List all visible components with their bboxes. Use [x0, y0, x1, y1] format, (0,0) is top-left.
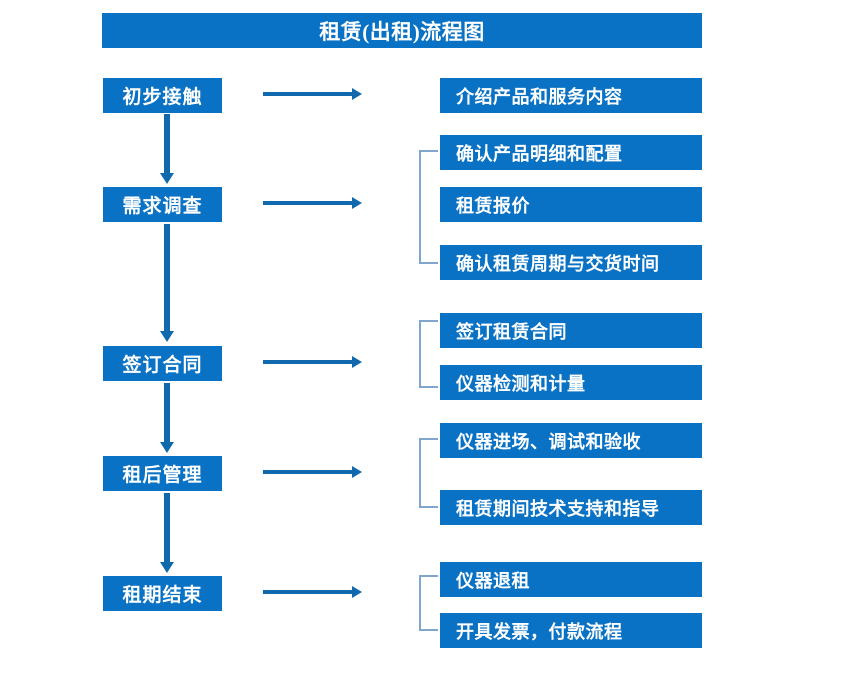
detail-box-9: 仪器退租	[440, 562, 702, 597]
detail-box-2: 确认产品明细和配置	[440, 135, 702, 170]
right-arrow-icon-4	[263, 466, 362, 478]
arrow-head	[160, 562, 174, 573]
detail-box-6: 仪器检测和计量	[440, 365, 702, 400]
arrow-head	[352, 356, 362, 368]
right-arrow-icon-1	[263, 88, 362, 100]
stage-box-1: 初步接触	[103, 78, 222, 113]
arrow-head	[160, 442, 174, 453]
arrow-stem	[263, 360, 353, 364]
stage-box-5: 租期结束	[103, 576, 222, 611]
arrow-stem	[263, 92, 353, 96]
right-arrow-icon-3	[263, 356, 362, 368]
group-bracket-4	[419, 438, 438, 508]
down-arrow-icon-1	[160, 114, 174, 184]
group-bracket-3	[419, 320, 438, 388]
detail-box-1: 介绍产品和服务内容	[440, 78, 702, 113]
stage-box-4: 租后管理	[103, 456, 222, 491]
arrow-head	[352, 586, 362, 598]
stage-box-2: 需求调查	[103, 187, 222, 222]
arrow-head	[352, 466, 362, 478]
group-bracket-5	[419, 575, 438, 631]
arrow-stem	[263, 201, 353, 205]
arrow-stem	[164, 493, 170, 562]
arrow-head	[160, 173, 174, 184]
arrow-stem	[263, 470, 353, 474]
right-arrow-icon-2	[263, 197, 362, 209]
arrow-stem	[164, 383, 170, 442]
arrow-stem	[263, 590, 353, 594]
arrow-stem	[164, 224, 170, 331]
right-arrow-icon-5	[263, 586, 362, 598]
detail-box-4: 确认租赁周期与交货时间	[440, 245, 702, 280]
detail-box-7: 仪器进场、调试和验收	[440, 423, 702, 458]
detail-box-5: 签订租赁合同	[440, 313, 702, 348]
detail-box-10: 开具发票，付款流程	[440, 613, 702, 648]
down-arrow-icon-2	[160, 224, 174, 342]
arrow-head	[352, 197, 362, 209]
detail-box-3: 租赁报价	[440, 187, 702, 222]
detail-box-8: 租赁期间技术支持和指导	[440, 490, 702, 525]
down-arrow-icon-4	[160, 493, 174, 573]
down-arrow-icon-3	[160, 383, 174, 453]
arrow-stem	[164, 114, 170, 173]
group-bracket-2	[419, 150, 438, 264]
arrow-head	[160, 331, 174, 342]
diagram-title: 租赁(出租)流程图	[102, 13, 702, 48]
stage-box-3: 签订合同	[103, 346, 222, 381]
arrow-head	[352, 88, 362, 100]
